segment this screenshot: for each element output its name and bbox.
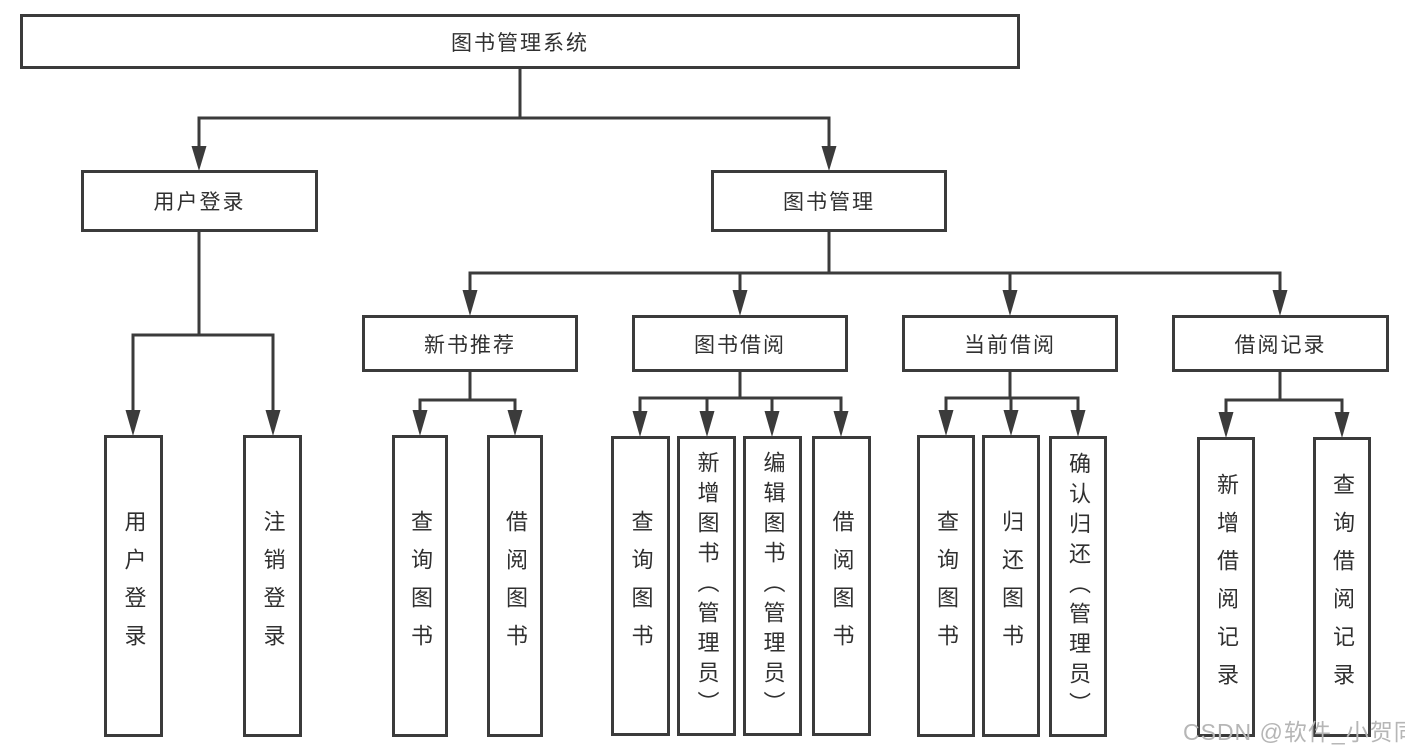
node-label: 借阅记录: [1234, 333, 1327, 357]
node-new-book-recommend: 新书推荐: [362, 315, 578, 372]
connector-root-to-level2: [191, 67, 837, 171]
node-label: 编辑图书（管理员）: [760, 451, 786, 721]
node-label: 查询图书: [408, 510, 433, 662]
csdn-watermark: CSDN @软件_小贺同学: [1183, 719, 1405, 745]
leaf-cb-confirm-return-admin: 确认归还（管理员）: [1049, 436, 1107, 737]
connector-user-login-to-leaves: [125, 230, 281, 436]
node-label: 查询借阅记录: [1330, 473, 1355, 701]
connector-current-borrow-to-leaves: [938, 370, 1086, 437]
node-label: 借阅图书: [503, 510, 528, 662]
node-book-borrow: 图书借阅: [632, 315, 848, 372]
node-label: 图书管理: [783, 191, 875, 214]
node-label: 图书借阅: [694, 333, 786, 357]
leaf-cb-query-books: 查询图书: [917, 435, 975, 737]
leaf-nb-borrow-books: 借阅图书: [487, 435, 543, 737]
node-label: 查询图书: [934, 510, 959, 662]
connector-book-borrow-to-leaves: [632, 370, 849, 437]
node-label: 新增借阅记录: [1214, 473, 1239, 701]
leaf-bb-query-books: 查询图书: [611, 436, 670, 736]
node-label: 注销登录: [260, 510, 286, 662]
node-label: 当前借阅: [964, 333, 1056, 357]
leaf-br-add-record: 新增借阅记录: [1197, 437, 1255, 737]
node-root-system: 图书管理系统: [20, 14, 1020, 69]
leaf-br-query-record: 查询借阅记录: [1313, 437, 1371, 737]
leaf-user-login: 用户登录: [104, 435, 163, 737]
connector-book-management-to-level3: [462, 230, 1288, 316]
node-label: 查询图书: [628, 510, 654, 662]
leaf-logout: 注销登录: [243, 435, 302, 737]
leaf-cb-return-books: 归还图书: [982, 435, 1040, 737]
leaf-bb-add-books-admin: 新增图书（管理员）: [677, 436, 736, 736]
leaf-bb-edit-books-admin: 编辑图书（管理员）: [743, 436, 802, 736]
node-label: 确认归还（管理员）: [1066, 451, 1091, 722]
connector-new-book-to-leaves: [412, 370, 523, 436]
node-current-borrow: 当前借阅: [902, 315, 1118, 372]
node-label: 新增图书（管理员）: [694, 451, 720, 721]
node-book-management: 图书管理: [711, 170, 947, 232]
node-user-login: 用户登录: [81, 170, 318, 232]
connector-borrow-records-to-leaves: [1218, 370, 1350, 438]
leaf-nb-query-books: 查询图书: [392, 435, 448, 737]
node-label: 借阅图书: [829, 510, 855, 662]
node-label: 新书推荐: [424, 333, 516, 357]
node-label: 用户登录: [153, 191, 246, 214]
node-borrow-records: 借阅记录: [1172, 315, 1389, 372]
leaf-bb-borrow-books: 借阅图书: [812, 436, 871, 736]
node-label: 图书管理系统: [451, 31, 589, 55]
node-label: 用户登录: [121, 510, 147, 662]
node-label: 归还图书: [999, 510, 1024, 662]
